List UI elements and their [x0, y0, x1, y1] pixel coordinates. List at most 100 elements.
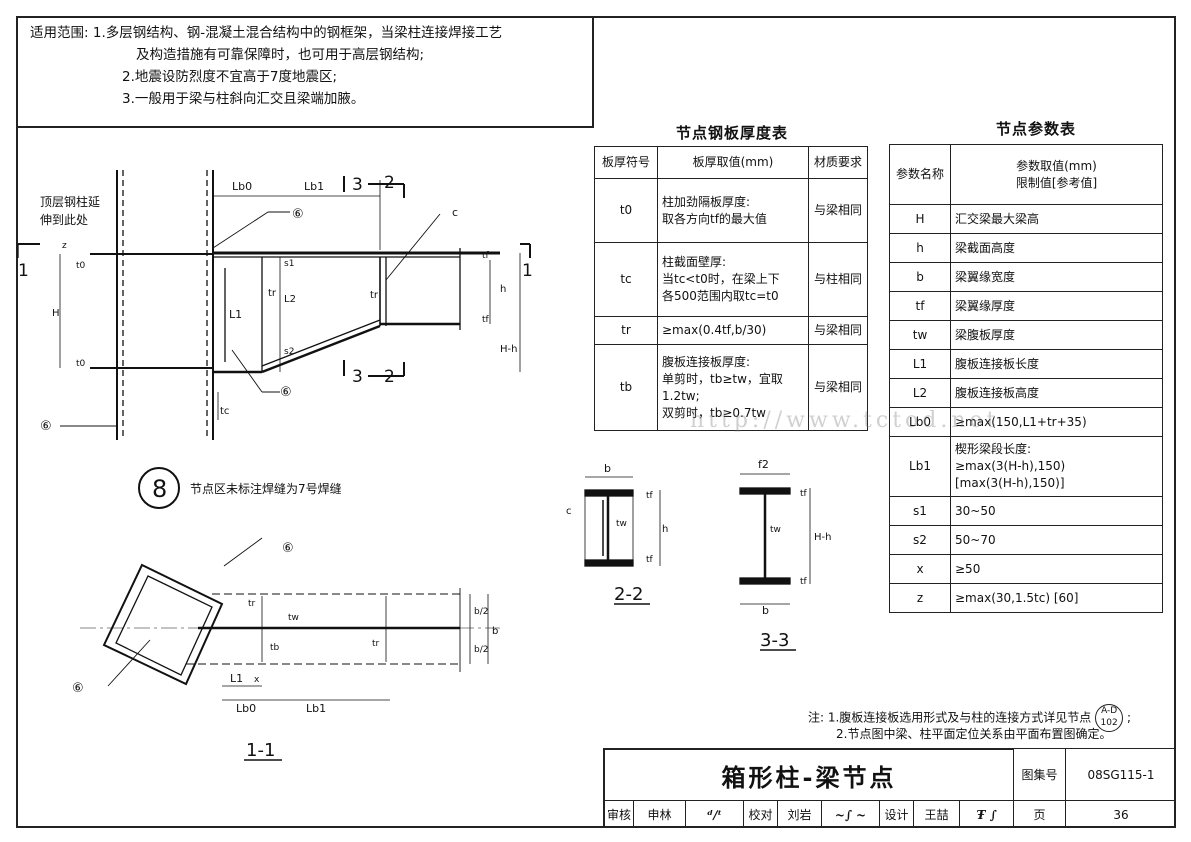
param-sym: L1: [889, 349, 951, 379]
plate-sym: t0: [594, 178, 658, 243]
elev-top-note2: 伸到此处: [40, 213, 88, 227]
param-sym: s1: [889, 496, 951, 526]
plan-L1: L1: [230, 672, 243, 685]
weld-note-text: 节点区未标注焊缝为7号焊缝: [190, 481, 342, 496]
plate-header-value: 板厚取值(mm): [657, 146, 809, 179]
elev-top-note: 顶层钢柱延: [40, 194, 100, 209]
param-header-value: 参数取值(mm) 限制值[参考值]: [950, 144, 1163, 205]
elev-lb0: Lb0: [232, 180, 252, 193]
plan-weld6-bottom: ⑥: [72, 681, 84, 696]
param-value: 梁腹板厚度: [950, 320, 1163, 350]
note-line-1-text: 注: 1.腹板连接板选用形式及与柱的连接方式详见节点: [808, 710, 1092, 725]
param-table-title: 节点参数表: [996, 120, 1077, 138]
plate-sym: tc: [594, 242, 658, 317]
plate-material: 与梁相同: [808, 344, 868, 431]
weld-note-circle: [138, 467, 180, 509]
design-label: 设计: [879, 800, 913, 828]
plan-b2b: b/2: [474, 645, 488, 655]
scope-line-3: 2.地震设防烈度不宜高于7度地震区;: [122, 69, 338, 85]
sec33-tf: tf: [800, 489, 808, 499]
param-sym: z: [889, 583, 951, 613]
page-label: 页: [1013, 800, 1065, 828]
param-sym: h: [889, 233, 951, 263]
plan-b: b: [492, 626, 498, 637]
sec33-top-flange: [739, 487, 791, 495]
elev-tr: tr: [268, 288, 277, 299]
scope-box: 适用范围: 1.多层钢结构、钢-混凝土混合结构中的钢框架，当梁柱连接焊接工艺 及…: [16, 16, 594, 128]
elev-z: z: [62, 241, 67, 251]
plate-sym: tb: [594, 344, 658, 431]
checker-name: 刘岩: [777, 800, 821, 828]
elev-weld6-top: ⑥: [292, 207, 304, 222]
watermark: http://www.tctod.net: [690, 408, 1000, 433]
sec33-tw: tw: [770, 525, 781, 535]
scope-label: 适用范围:: [30, 25, 89, 41]
plate-value: 柱截面壁厚: 当tc<t0时，在梁上下 各500范围内取tc=t0: [657, 242, 809, 317]
reviewer-name: 申林: [633, 800, 685, 828]
param-value: 汇交梁最大梁高: [950, 204, 1163, 234]
sec22-tw: tw: [616, 519, 627, 529]
elev-H: H: [52, 308, 60, 319]
param-sym: H: [889, 204, 951, 234]
atlas-number: 08SG115-1: [1065, 748, 1176, 800]
scope-line-4: 3.一般用于梁与柱斜向汇交且梁端加腋。: [122, 91, 365, 107]
param-value: 梁翼缘厚度: [950, 291, 1163, 321]
sec22-bottom-flange: [584, 559, 634, 567]
scope-line-1: 1.多层钢结构、钢-混凝土混合结构中的钢框架，当梁柱连接焊接工艺: [92, 25, 503, 41]
scope-line-2: 及构造措施有可靠保障时，也可用于高层钢结构;: [136, 47, 425, 63]
param-value: 楔形梁段长度: ≥max(3(H-h),150) [max(3(H-h),150…: [950, 436, 1163, 497]
param-value: 30~50: [950, 496, 1163, 526]
plan-tb: tb: [270, 643, 280, 653]
reviewer-signature: ᵈ∕ᵗ: [685, 800, 743, 828]
elev-Hh: H-h: [500, 344, 517, 355]
plate-material: 与柱相同: [808, 242, 868, 317]
param-sym: L2: [889, 378, 951, 408]
note-line-1: 注: 1.腹板连接板选用形式及与柱的连接方式详见节点 A-D 102 ;: [808, 704, 1131, 732]
elev-tf-bottom: tf: [482, 315, 490, 325]
param-sym: x: [889, 554, 951, 584]
param-value: ≥max(30,1.5tc) [60]: [950, 583, 1163, 613]
plan-caption: 1-1: [246, 740, 275, 761]
param-sym: b: [889, 262, 951, 292]
param-sym: Lb0: [889, 407, 951, 437]
elev-L1: L1: [229, 308, 242, 321]
plan-tr: tr: [248, 599, 256, 609]
note-ref-top: A-D: [1101, 706, 1118, 716]
sec22-b: b: [604, 462, 611, 475]
page-number: 36: [1065, 800, 1176, 828]
review-label: 审核: [603, 800, 633, 828]
sec33-caption: 3-3: [760, 630, 789, 651]
param-value: 梁翼缘宽度: [950, 262, 1163, 292]
elev-lb1: Lb1: [304, 180, 324, 193]
elev-L2: L2: [284, 294, 296, 305]
elev-tf: tf: [482, 251, 490, 261]
plate-value: 柱加劲隔板厚度: 取各方向tf的最大值: [657, 178, 809, 243]
elev-sec2-top: 2: [384, 173, 395, 193]
param-sym: tw: [889, 320, 951, 350]
elev-weld-c: c: [452, 206, 458, 219]
elev-sec1-left: 1: [18, 261, 29, 281]
plate-header-mat: 材质要求: [808, 146, 868, 179]
elev-sec3-top: 3: [352, 175, 363, 195]
plate-material: 与梁相同: [808, 316, 868, 345]
elev-t0: t0: [76, 261, 86, 271]
note-semicolon: ;: [1126, 710, 1132, 725]
elev-s2: s2: [284, 347, 294, 357]
param-value: 腹板连接板长度: [950, 349, 1163, 379]
elev-t0-bottom: t0: [76, 359, 86, 369]
note-line-2: 2.节点图中梁、柱平面定位关系由平面布置图确定。: [836, 727, 1112, 741]
atlas-label: 图集号: [1013, 748, 1065, 800]
param-row: x≥50: [889, 554, 1163, 584]
title-block-title: 箱形柱-梁节点: [603, 748, 1013, 800]
plan-weld6-top: ⑥: [282, 541, 294, 556]
elev-tr-right: tr: [370, 290, 379, 301]
plate-value: 腹板连接板厚度: 单剪时，tb≥tw，宜取 1.2tw; 双剪时，tb≥0.7t…: [657, 344, 809, 431]
